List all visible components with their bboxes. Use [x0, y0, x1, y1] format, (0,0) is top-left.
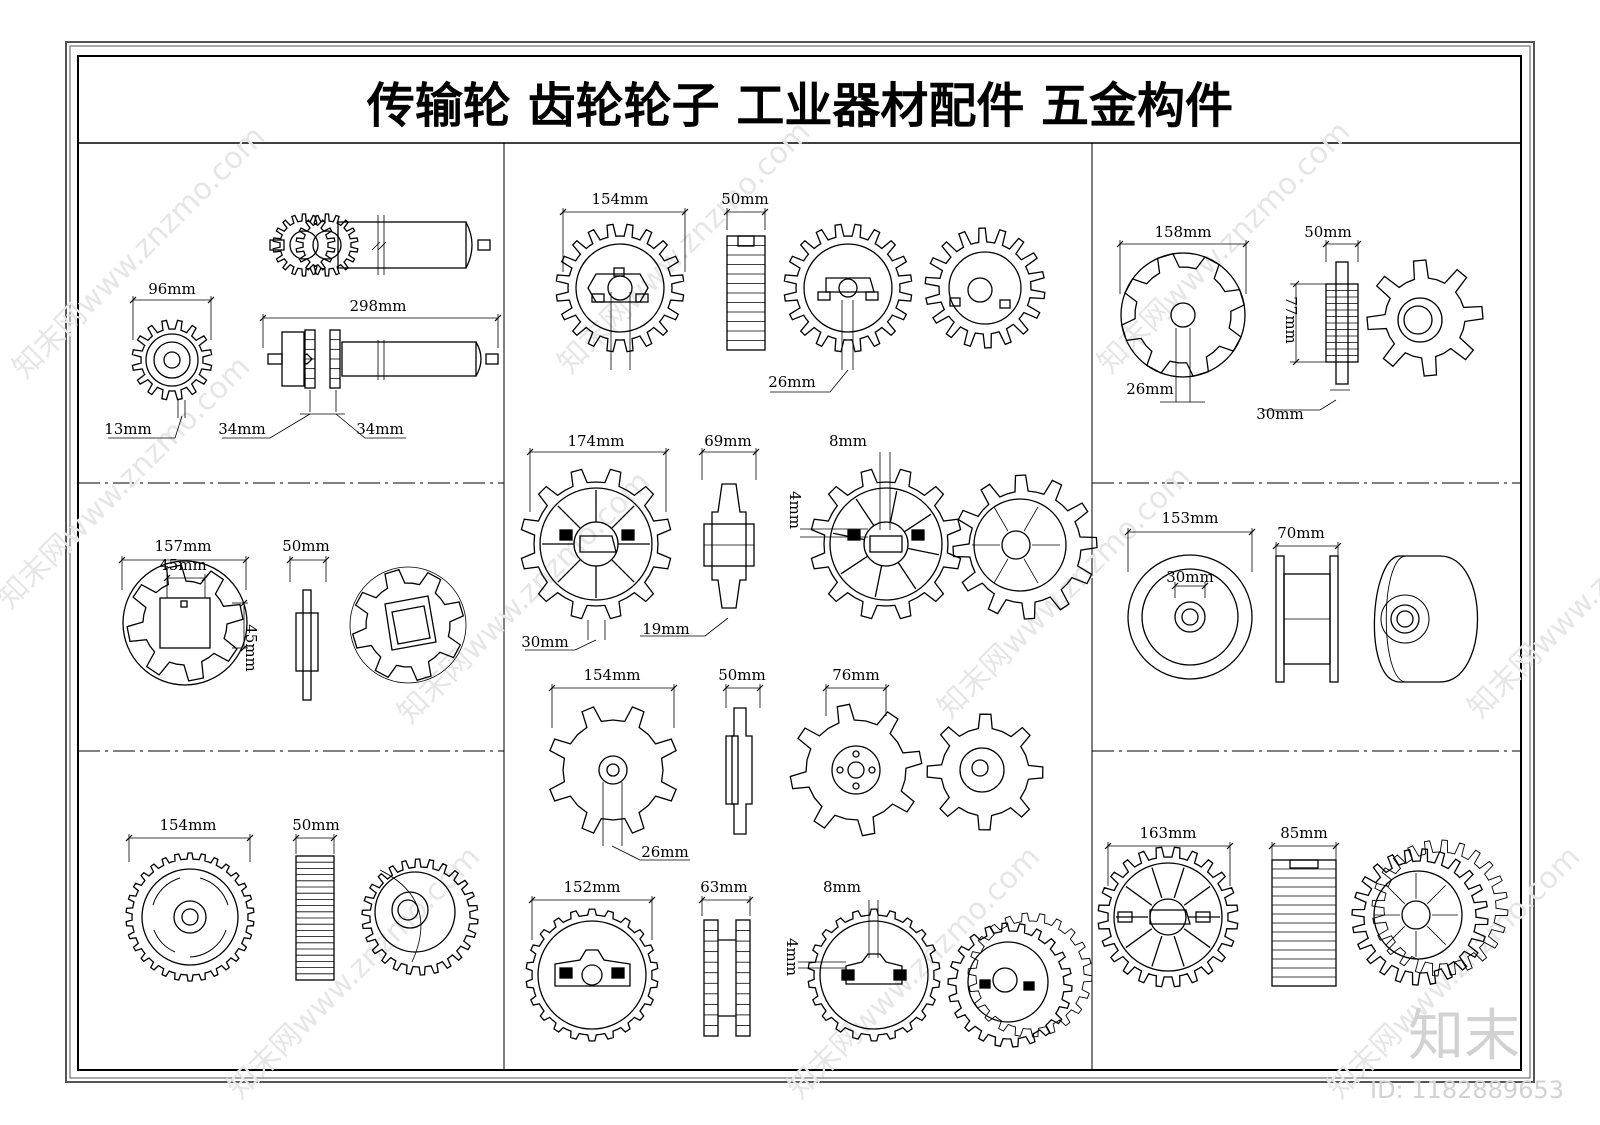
dim-e2: 69mm: [704, 432, 752, 450]
svg-text:知末网www.znzmo.com: 知末网www.znzmo.com: [551, 114, 817, 380]
svg-text:知末网www.znzmo.com: 知末网www.znzmo.com: [1091, 114, 1357, 380]
dim-b2: 45mm: [159, 556, 207, 574]
section-j-spoked-drum: [1097, 839, 1509, 988]
dimension-labels: 96mm 298mm 13mm 34mm 34mm 157mm 45mm 50m…: [104, 190, 1352, 976]
svg-text:知末网www.znzmo.com: 知末网www.znzmo.com: [931, 459, 1197, 725]
dim-h2: 50mm: [1304, 223, 1352, 241]
dim-g3: 8mm: [823, 878, 861, 896]
image-id: ID: 1182889653: [1370, 1076, 1564, 1104]
dim-j1: 163mm: [1139, 824, 1196, 842]
dim-c1: 154mm: [159, 816, 216, 834]
section-e-spoked-sprocket: [520, 448, 1098, 651]
dim-g4: 4mm: [783, 938, 801, 976]
svg-text:知末网www.znzmo.com: 知末网www.znzmo.com: [781, 839, 1047, 1105]
section-d-sprocket-set: [555, 208, 1046, 393]
dim-h5: 30mm: [1256, 405, 1304, 423]
dim-i2: 70mm: [1277, 524, 1325, 542]
dim-a2: 298mm: [349, 297, 406, 315]
inner-frame: [77, 55, 1522, 1071]
svg-text:知末网www.znzmo.com: 知末网www.znzmo.com: [391, 464, 657, 730]
dim-c2: 50mm: [292, 816, 340, 834]
section-g-drum-sprockets: [525, 896, 1093, 1048]
svg-text:知末网www.znzmo.com: 知末网www.znzmo.com: [6, 119, 272, 385]
dim-h3: 77mm: [1282, 296, 1300, 344]
dim-d2: 50mm: [721, 190, 769, 208]
dim-b1: 157mm: [154, 537, 211, 555]
section-b-square-bore-sprocket: [118, 556, 467, 701]
dim-d1: 154mm: [591, 190, 648, 208]
dim-a5: 34mm: [356, 420, 404, 438]
dim-f1: 154mm: [583, 666, 640, 684]
section-f-octagonal-sprockets: [548, 684, 1044, 861]
dim-e5: 30mm: [521, 633, 569, 651]
dim-h4: 26mm: [1126, 380, 1174, 398]
dim-i3: 30mm: [1166, 568, 1214, 586]
brand-watermark: 知末: [1408, 1004, 1520, 1069]
dim-e4: 4mm: [786, 491, 804, 529]
dim-g2: 63mm: [700, 878, 748, 896]
dim-f4: 26mm: [641, 843, 689, 861]
dim-j2: 85mm: [1280, 824, 1328, 842]
dim-i1: 153mm: [1161, 509, 1218, 527]
dim-b3: 50mm: [282, 537, 330, 555]
dim-f2: 50mm: [718, 666, 766, 684]
sheet-title: 传输轮 齿轮轮子 工业器材配件 五金构件: [366, 78, 1233, 134]
section-a-roller: [108, 213, 502, 439]
dim-b4: 45mm: [242, 624, 260, 672]
dim-e3: 8mm: [829, 432, 867, 450]
dim-e1: 174mm: [567, 432, 624, 450]
dim-h1: 158mm: [1154, 223, 1211, 241]
dim-d3: 26mm: [768, 373, 816, 391]
section-c-curved-slot-sprocket: [125, 834, 479, 982]
dim-a3: 13mm: [104, 420, 152, 438]
dim-e6: 19mm: [642, 620, 690, 638]
dim-g1: 152mm: [563, 878, 620, 896]
svg-text:知末网www.znzmo.com: 知末网www.znzmo.com: [221, 839, 487, 1105]
drawings: [108, 208, 1509, 1048]
section-i-pulley: [1124, 528, 1479, 683]
frame-double-line: [69, 45, 1531, 1079]
dim-f3: 76mm: [832, 666, 880, 684]
section-h-star-sprocket: [1116, 240, 1484, 411]
dim-a4: 34mm: [218, 420, 266, 438]
dim-a1: 96mm: [148, 280, 196, 298]
outer-frame: [65, 41, 1535, 1083]
row-dividers: [78, 482, 1521, 752]
